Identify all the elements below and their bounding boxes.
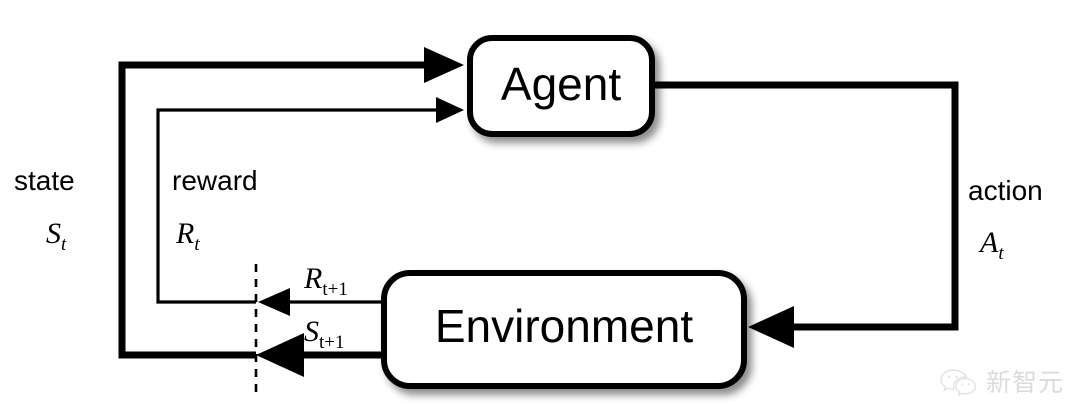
action-symbol-label: At bbox=[978, 226, 1004, 264]
edge-reward-next bbox=[258, 288, 382, 316]
action-symbol-subscript: t bbox=[998, 243, 1004, 264]
edge-state-next-arrowhead bbox=[256, 333, 304, 377]
reward-next-subscript: t+1 bbox=[322, 279, 348, 300]
label-state-next: St+1 bbox=[304, 315, 345, 353]
node-environment[interactable]: Environment bbox=[381, 270, 747, 389]
edge-state-arrowhead bbox=[424, 47, 464, 83]
edge-action-line bbox=[653, 81, 959, 331]
environment-box[interactable] bbox=[381, 270, 747, 389]
reward-symbol-base: R bbox=[175, 217, 194, 250]
state-symbol-base: S bbox=[46, 217, 61, 250]
edge-reward-line bbox=[156, 108, 442, 304]
edge-action-arrowhead bbox=[748, 306, 794, 348]
action-symbol-base: A bbox=[978, 226, 999, 259]
label-action: action At bbox=[968, 175, 1043, 264]
environment-label: Environment bbox=[435, 300, 693, 352]
label-reward: reward Rt bbox=[172, 165, 258, 255]
label-reward-next: Rt+1 bbox=[303, 262, 348, 300]
state-next-base: S bbox=[304, 315, 319, 348]
edge-state-line bbox=[118, 61, 440, 359]
reward-next-base: R bbox=[303, 262, 322, 295]
state-symbol-label: St bbox=[46, 217, 67, 255]
edge-reward-next-arrowhead bbox=[258, 288, 290, 316]
agent-box[interactable] bbox=[467, 35, 655, 137]
state-next-symbol-label: St+1 bbox=[304, 315, 345, 353]
state-word-label: state bbox=[14, 165, 75, 196]
edge-reward-arrowhead bbox=[436, 97, 464, 123]
reward-next-symbol-label: Rt+1 bbox=[303, 262, 348, 300]
reward-symbol-label: Rt bbox=[175, 217, 200, 255]
edge-state-next bbox=[256, 333, 382, 377]
edge-action bbox=[653, 81, 959, 348]
state-symbol-subscript: t bbox=[61, 234, 67, 255]
reward-symbol-subscript: t bbox=[194, 234, 200, 255]
edge-state bbox=[118, 47, 464, 359]
action-word-label: action bbox=[968, 175, 1043, 206]
state-next-subscript: t+1 bbox=[319, 332, 345, 353]
label-state: state St bbox=[14, 165, 75, 255]
edge-reward bbox=[156, 97, 464, 304]
agent-label: Agent bbox=[501, 58, 621, 110]
reward-word-label: reward bbox=[172, 165, 258, 196]
node-agent[interactable]: Agent bbox=[467, 35, 655, 137]
